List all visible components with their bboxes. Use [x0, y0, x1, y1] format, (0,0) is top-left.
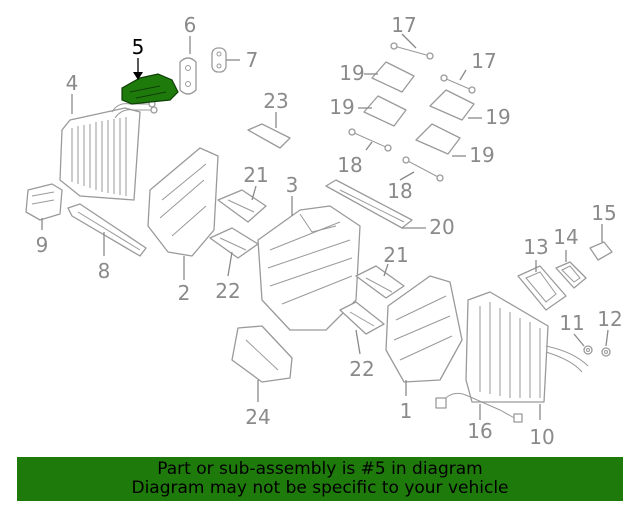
callout-21-left: 21 [243, 163, 268, 187]
part-10-evaporator [465, 291, 589, 403]
callout-18-upper: 18 [337, 153, 362, 177]
callout-1: 1 [400, 399, 413, 423]
part-19-pad-b [363, 95, 407, 127]
part-14-gasket [555, 261, 587, 289]
info-banner: Part or sub-assembly is #5 in diagram Di… [17, 457, 623, 501]
callout-18-lower: 18 [387, 179, 412, 203]
callout-22-left: 22 [215, 279, 240, 303]
leader-lines [41, 33, 609, 420]
part-5-highlighted [121, 73, 179, 105]
part-3-main-case [257, 205, 361, 331]
callout-17-upper: 17 [391, 13, 416, 37]
part-19-pad-a [371, 61, 415, 93]
part-22-bracket-left [209, 227, 259, 259]
part-2-case-left [147, 147, 219, 257]
callout-2: 2 [178, 281, 191, 305]
banner-line-2: Diagram may not be specific to your vehi… [131, 478, 509, 498]
part-11-nut [583, 345, 593, 355]
callout-23: 23 [263, 89, 288, 113]
callout-10: 10 [529, 425, 554, 449]
callout-13: 13 [523, 235, 548, 259]
part-heater-core [59, 100, 158, 201]
callout-9: 9 [36, 233, 49, 257]
callout-17-lower: 17 [471, 49, 496, 73]
callout-4: 4 [66, 71, 79, 95]
callout-24: 24 [245, 405, 270, 429]
part-9-actuator [25, 183, 63, 221]
part-13-gasket [517, 265, 567, 311]
banner-line-1: Part or sub-assembly is #5 in diagram [157, 459, 483, 479]
callout-22-right: 22 [349, 357, 374, 381]
callout-11: 11 [559, 311, 584, 335]
part-18-bolt-upper [348, 128, 392, 152]
part-12-nut [601, 347, 611, 357]
callout-20: 20 [429, 215, 454, 239]
part-17-bolt-lower [440, 74, 476, 94]
callout-19-b: 19 [329, 95, 354, 119]
callout-7: 7 [246, 48, 259, 72]
part-22-bracket-right [339, 301, 385, 335]
callout-3: 3 [286, 173, 299, 197]
part-23-plate [247, 123, 291, 149]
callout-19-c: 19 [485, 105, 510, 129]
part-21-bracket-right [355, 265, 405, 299]
part-16-sensor-wire [435, 392, 523, 423]
callout-19-a: 19 [339, 61, 364, 85]
callout-8: 8 [98, 259, 111, 283]
callout-16: 16 [467, 419, 492, 443]
part-1-case-right [385, 275, 463, 383]
callout-14: 14 [553, 225, 578, 249]
callout-6: 6 [184, 13, 197, 37]
callout-15: 15 [591, 201, 616, 225]
callout-21-right: 21 [383, 243, 408, 267]
part-6-gasket [179, 57, 197, 95]
part-8-plate [67, 203, 147, 257]
part-7-gasket [211, 47, 227, 73]
callout-19-d: 19 [469, 143, 494, 167]
callout-5: 5 [132, 35, 145, 59]
callout-labels: 5 6 7 4 9 8 2 23 21 22 3 17 17 19 19 19 … [36, 13, 623, 449]
part-18-bolt-lower [402, 156, 444, 182]
parts-diagram: 5 6 7 4 9 8 2 23 21 22 3 17 17 19 19 19 … [25, 13, 623, 449]
part-15-sensor [589, 241, 613, 261]
part-20-bar [325, 179, 413, 229]
part-21-bracket-left [217, 189, 267, 223]
part-17-bolt-upper [390, 42, 434, 60]
callout-12: 12 [597, 307, 622, 331]
part-19-pad-d [415, 123, 461, 155]
part-24-duct [231, 325, 293, 383]
part-19-pad-c [429, 89, 475, 121]
